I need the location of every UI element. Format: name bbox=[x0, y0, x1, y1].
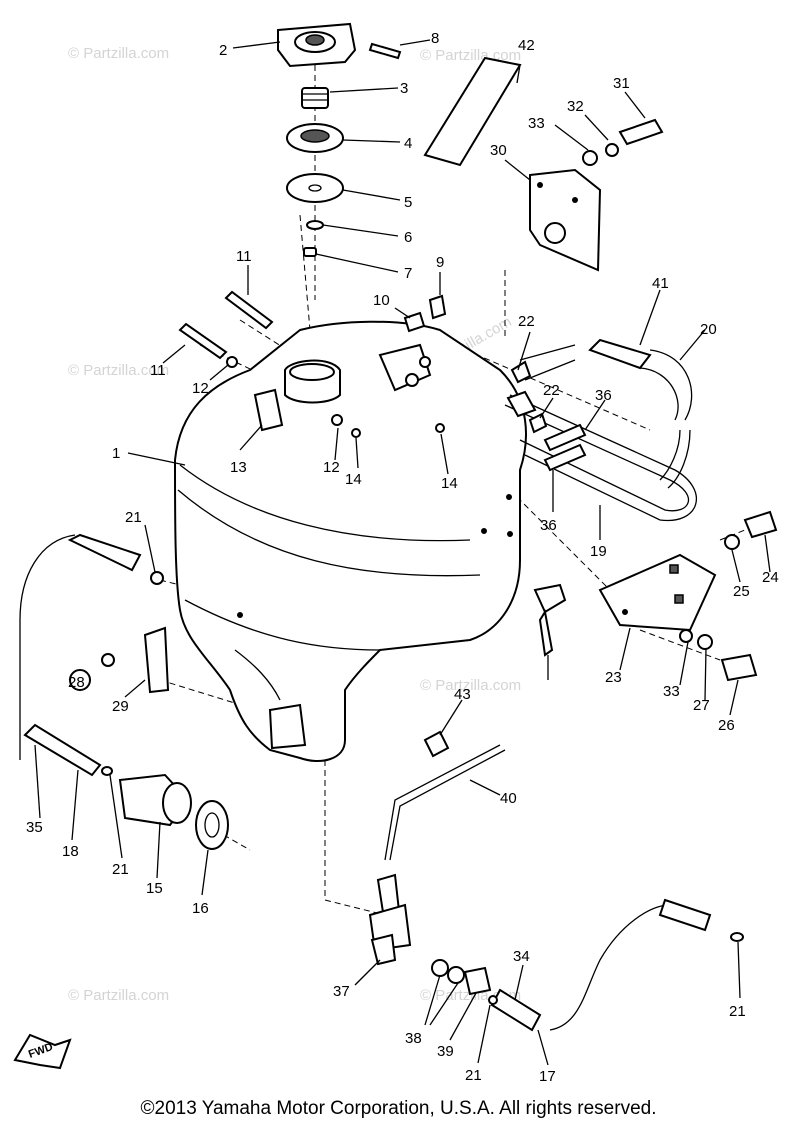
callout: 11 bbox=[150, 362, 166, 379]
callout: 24 bbox=[762, 569, 779, 586]
callout: 35 bbox=[26, 819, 43, 836]
watermark: © Partzilla.com bbox=[420, 677, 521, 694]
bolts-11 bbox=[178, 290, 447, 438]
callout: 40 bbox=[500, 790, 517, 807]
callout: 36 bbox=[595, 387, 612, 404]
callout: 17 bbox=[539, 1068, 556, 1085]
callout: 5 bbox=[404, 194, 412, 211]
callout: 31 bbox=[613, 75, 630, 92]
callout: 41 bbox=[652, 275, 669, 292]
callout: 19 bbox=[590, 543, 607, 560]
callout: 33 bbox=[663, 683, 680, 700]
callout: 18 bbox=[62, 843, 79, 860]
callout: 10 bbox=[373, 292, 390, 309]
callout: 25 bbox=[733, 583, 750, 600]
callout: 3 bbox=[400, 80, 408, 97]
cap-assembly bbox=[277, 22, 402, 257]
callout: 28 bbox=[68, 674, 85, 691]
callout: 26 bbox=[718, 717, 735, 734]
callout: 21 bbox=[729, 1003, 746, 1020]
callout: 37 bbox=[333, 983, 350, 1000]
callout: 11 bbox=[236, 248, 252, 265]
hose-17 bbox=[488, 898, 744, 1032]
callout: 14 bbox=[345, 471, 362, 488]
callout: 12 bbox=[192, 380, 209, 397]
callout: 21 bbox=[465, 1067, 482, 1084]
callout: 16 bbox=[192, 900, 209, 917]
washers-38 bbox=[431, 959, 492, 996]
callout: 1 bbox=[112, 445, 120, 462]
callout: 36 bbox=[540, 517, 557, 534]
callout: 42 bbox=[518, 37, 535, 54]
callout: 8 bbox=[431, 30, 439, 47]
callout: 30 bbox=[490, 142, 507, 159]
callout: 9 bbox=[436, 254, 444, 271]
copyright-notice: ©2013 Yamaha Motor Corporation, U.S.A. A… bbox=[140, 1098, 657, 1119]
callout: 13 bbox=[230, 459, 247, 476]
cable-40 bbox=[368, 744, 506, 966]
fwd-arrow: FWD bbox=[13, 1033, 72, 1070]
callout: 4 bbox=[404, 135, 412, 152]
callout: 15 bbox=[146, 880, 163, 897]
callout: 34 bbox=[513, 948, 530, 965]
callout: 29 bbox=[112, 698, 129, 715]
callout: 21 bbox=[112, 861, 129, 878]
callout: 27 bbox=[693, 697, 710, 714]
left-parts bbox=[19, 533, 229, 850]
callout: 20 bbox=[700, 321, 717, 338]
watermark: © Partzilla.com bbox=[68, 362, 169, 379]
callout: 6 bbox=[404, 229, 412, 246]
callout: 23 bbox=[605, 669, 622, 686]
callout: 21 bbox=[125, 509, 142, 526]
callout: 33 bbox=[528, 115, 545, 132]
leader-lines bbox=[34, 39, 771, 1066]
fuel-tank bbox=[173, 320, 527, 762]
callout-labels: 2 8 3 4 5 6 7 9 10 11 11 12 12 13 14 14 … bbox=[26, 30, 779, 1085]
fuel-sender bbox=[533, 583, 567, 680]
callout: 43 bbox=[454, 686, 471, 703]
bracket-30 bbox=[529, 118, 664, 272]
hoses bbox=[504, 338, 697, 522]
callout: 22 bbox=[543, 382, 560, 399]
callout: 39 bbox=[437, 1043, 454, 1060]
watermark: © Partzilla.com bbox=[68, 987, 169, 1004]
callout: 7 bbox=[404, 265, 412, 282]
clip-43 bbox=[423, 730, 450, 758]
callout: 32 bbox=[567, 98, 584, 115]
callout: 2 bbox=[219, 42, 227, 59]
callout: 22 bbox=[518, 313, 535, 330]
plate-23 bbox=[598, 510, 778, 682]
callout: 38 bbox=[405, 1030, 422, 1047]
callout: 12 bbox=[323, 459, 340, 476]
watermark: © Partzilla.com bbox=[68, 45, 169, 62]
callout: 14 bbox=[441, 475, 458, 492]
